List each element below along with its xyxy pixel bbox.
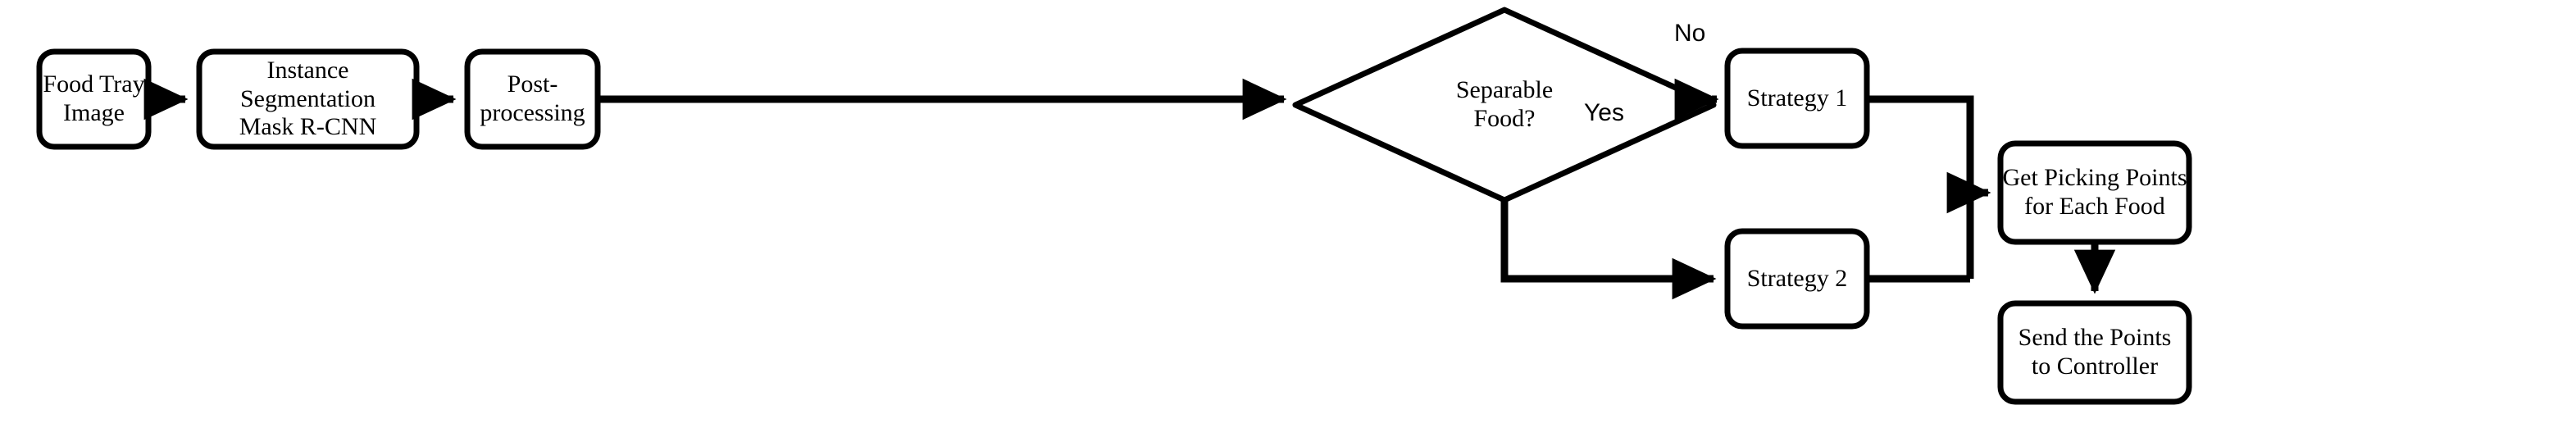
node-get-picking-points[interactable] <box>1997 140 2192 245</box>
node-post-processing[interactable] <box>464 48 601 150</box>
edge-label-yes: Yes <box>1584 99 1624 126</box>
edge-strategy1-junction <box>1867 95 1974 279</box>
node-send-the-points[interactable] <box>1997 300 2192 405</box>
node-strategy-2[interactable] <box>1724 228 1870 330</box>
node-food-tray-image[interactable] <box>36 48 152 150</box>
node-strategy-1[interactable] <box>1724 48 1870 149</box>
edge-label-no: No <box>1674 20 1706 47</box>
node-instance-segmentation[interactable] <box>196 48 420 150</box>
node-separable-food-decision[interactable] <box>1292 7 1717 203</box>
edge-yes-path <box>1500 200 1717 300</box>
